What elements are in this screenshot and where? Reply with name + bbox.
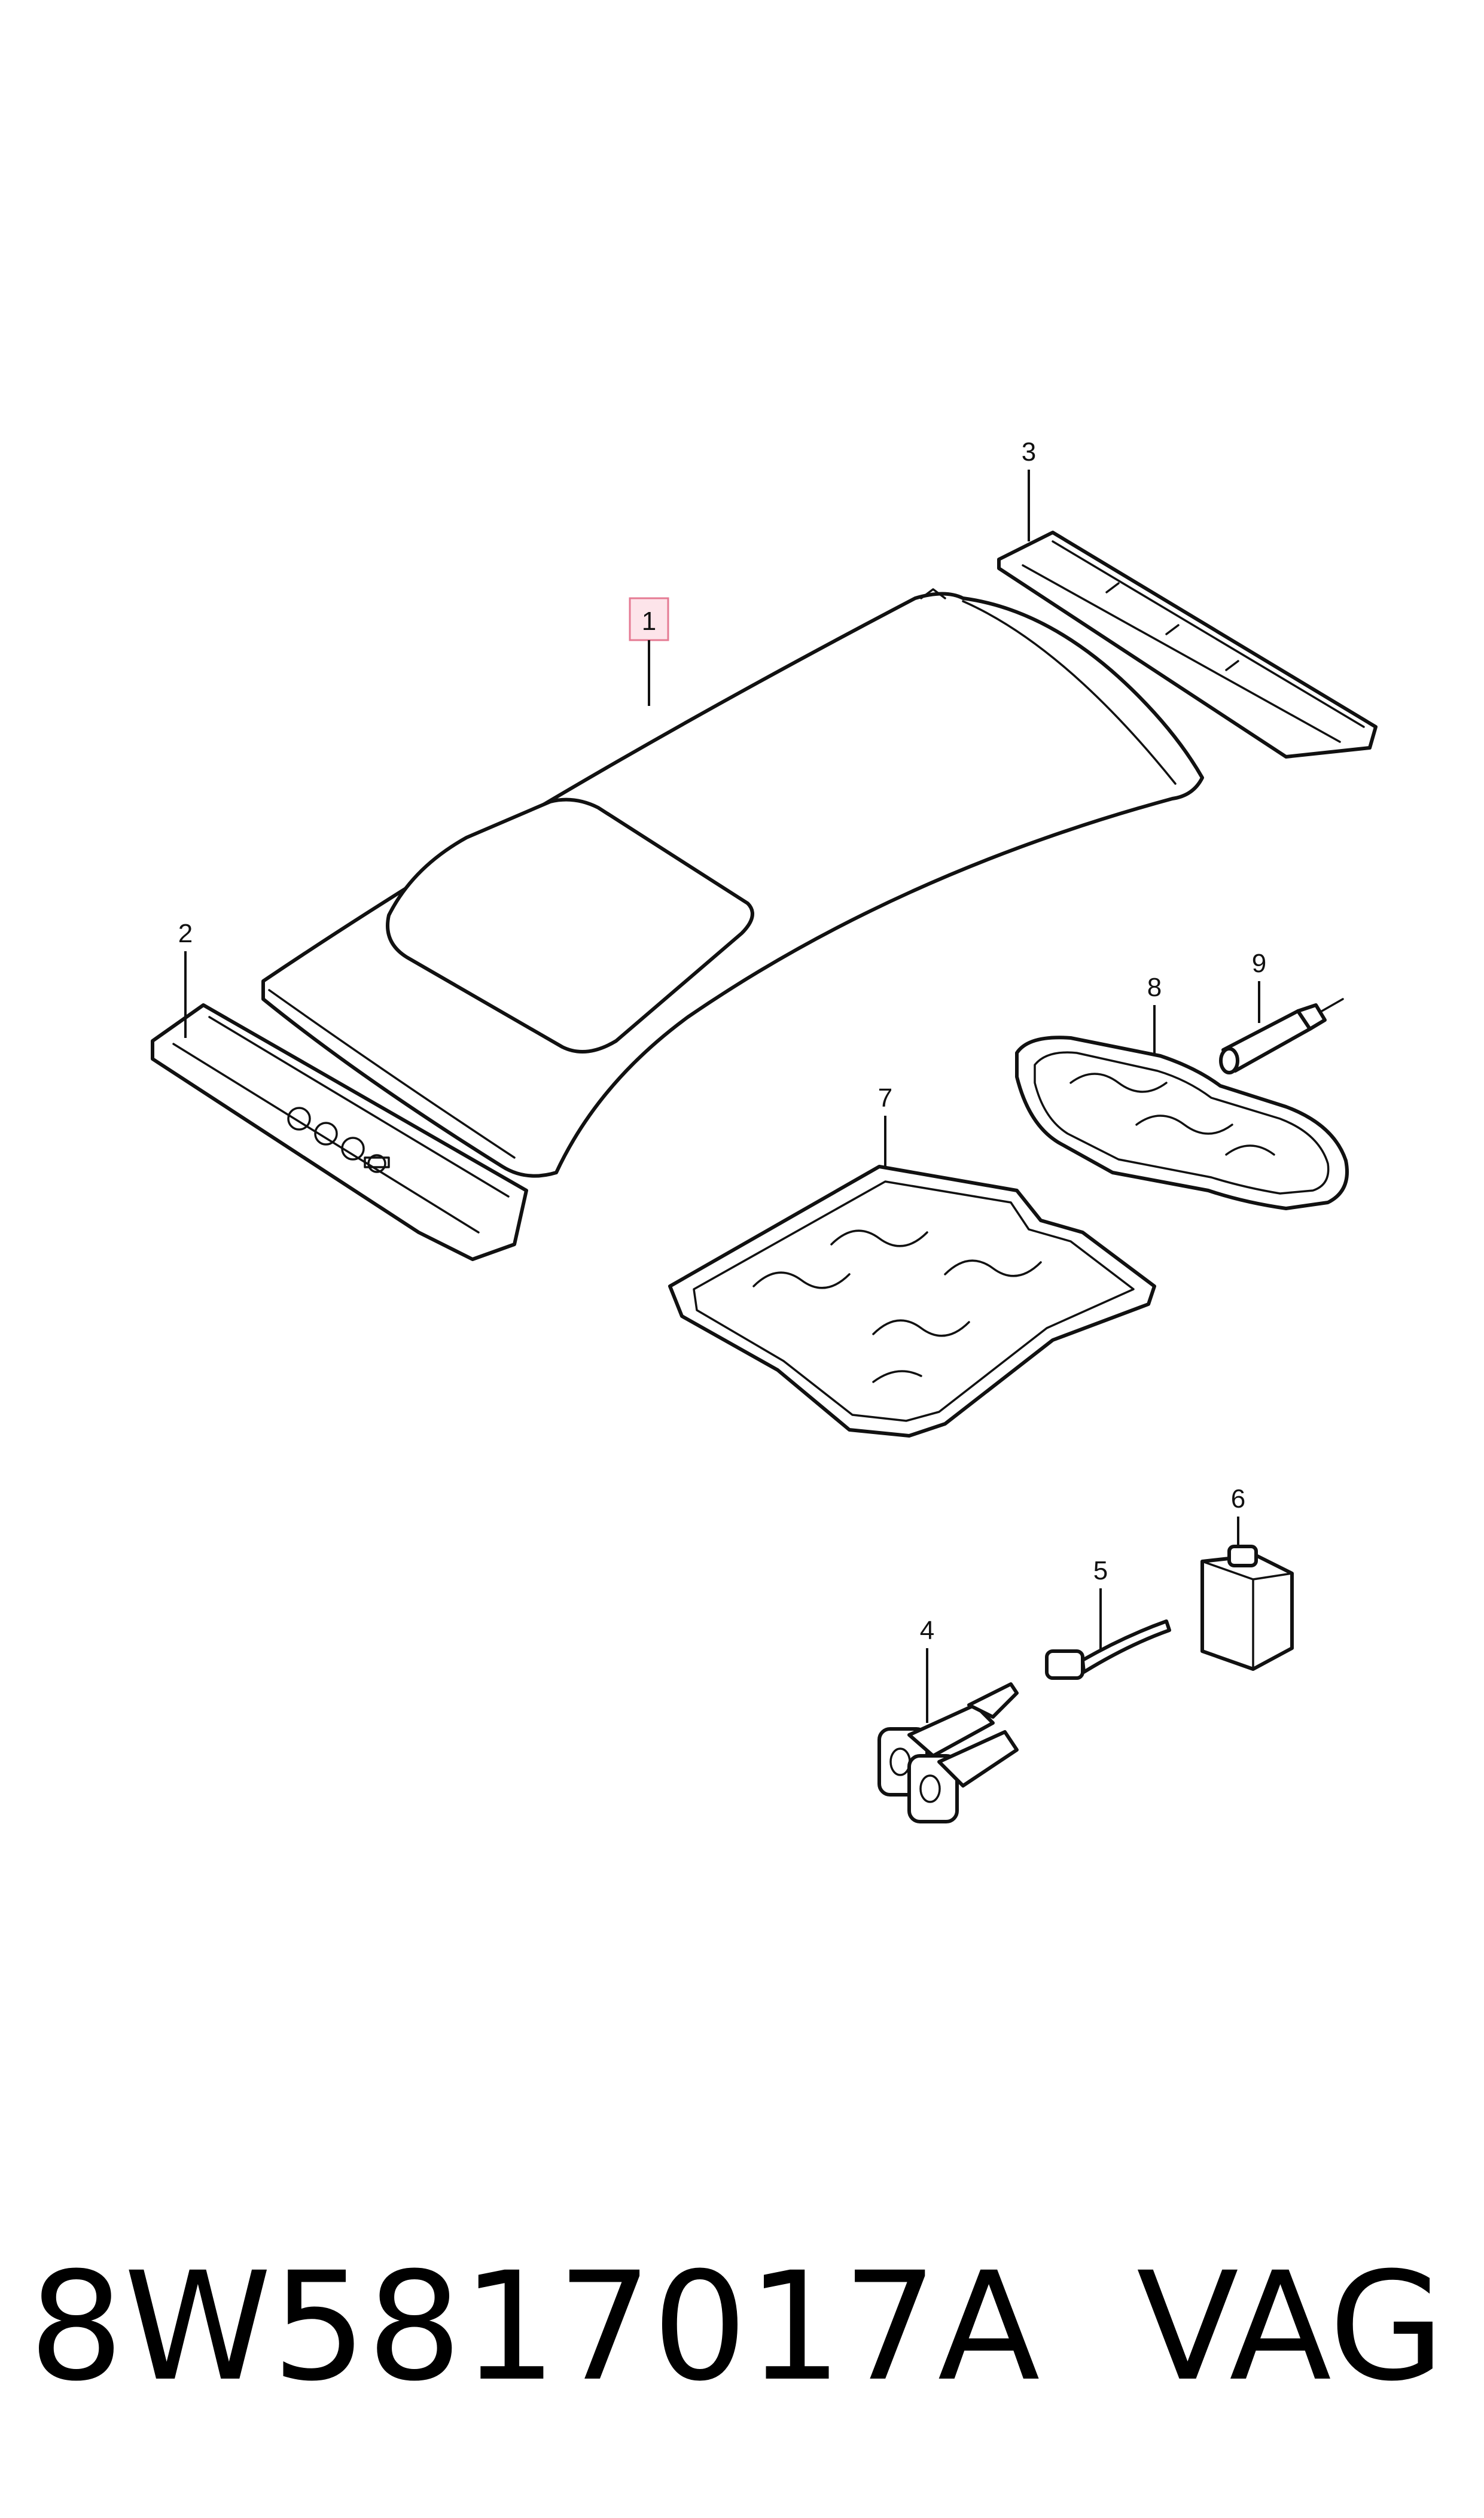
sealant-tube[interactable] bbox=[1219, 998, 1344, 1074]
damping-mat-large[interactable] bbox=[668, 1165, 1156, 1438]
callout-1: 1 bbox=[642, 607, 656, 636]
callout-2: 2 bbox=[178, 919, 193, 948]
callout-4: 4 bbox=[920, 1616, 934, 1645]
callout-7: 7 bbox=[878, 1083, 892, 1113]
rear-cross-member[interactable] bbox=[997, 531, 1378, 759]
part-number: 8W5817017A bbox=[29, 2240, 1040, 2414]
brand-name: VAG bbox=[1136, 2240, 1445, 2414]
mixing-nozzle[interactable] bbox=[1045, 1619, 1171, 1680]
adhesive-cartridge[interactable] bbox=[877, 1682, 1019, 1823]
callout-9: 9 bbox=[1252, 949, 1266, 978]
callout-8: 8 bbox=[1147, 973, 1162, 1002]
damping-mat-small[interactable] bbox=[1015, 1036, 1349, 1210]
front-cross-member[interactable] bbox=[151, 1003, 528, 1261]
callout-6: 6 bbox=[1231, 1484, 1245, 1514]
sunroof-opening bbox=[386, 797, 754, 1054]
callout-5: 5 bbox=[1093, 1556, 1108, 1585]
caption: 8W5817017A VAG bbox=[0, 2243, 1484, 2411]
primer-container[interactable] bbox=[1200, 1545, 1294, 1671]
roof-panel[interactable] bbox=[261, 588, 1204, 1178]
callout-3: 3 bbox=[1022, 437, 1036, 467]
callout-1-highlight bbox=[629, 597, 669, 641]
